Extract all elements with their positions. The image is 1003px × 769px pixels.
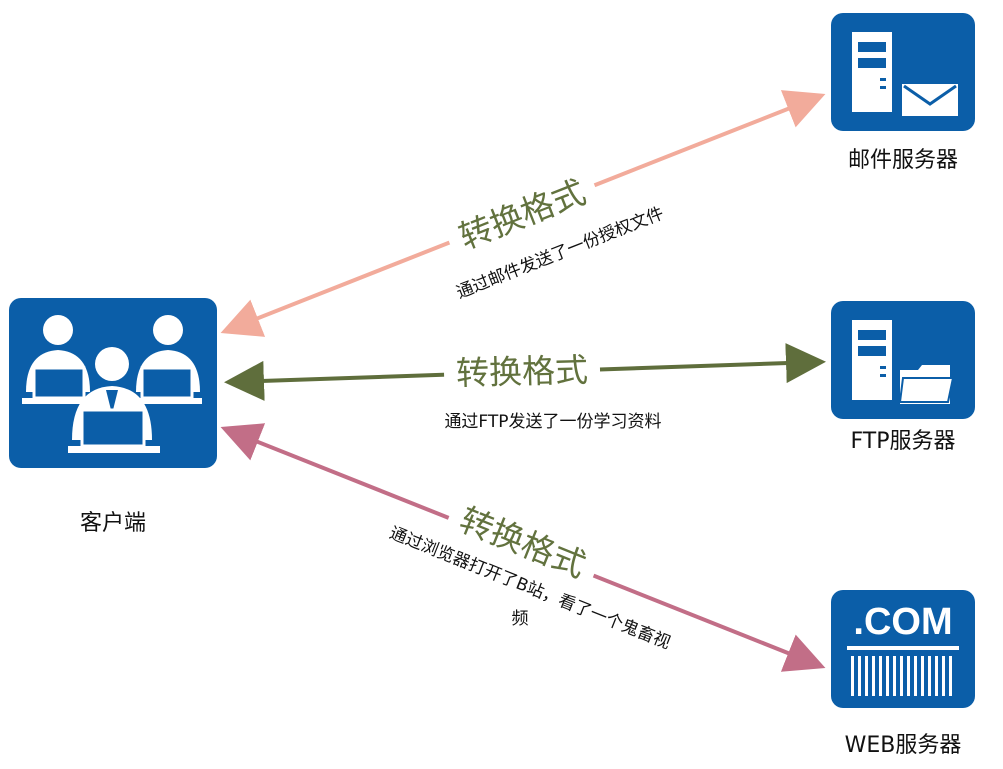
edge-ftp-label: 转换格式: [456, 350, 589, 392]
edge-web-sublabel-line2: 频: [512, 609, 529, 629]
mail-server-icon: [831, 13, 975, 131]
com-icon-text: .COM: [853, 601, 952, 643]
edge-ftp-sublabel: 通过FTP发送了一份学习资料: [444, 412, 661, 432]
mail-server-label: 邮件服务器: [848, 148, 958, 173]
web-server-label: WEB服务器: [845, 733, 962, 758]
ftp-server-label: FTP服务器: [851, 429, 956, 454]
client-label: 客户端: [80, 511, 146, 536]
ftp-server-icon: [831, 301, 975, 419]
client-icon: [9, 298, 217, 468]
web-server-icon: .COM: [831, 590, 975, 708]
